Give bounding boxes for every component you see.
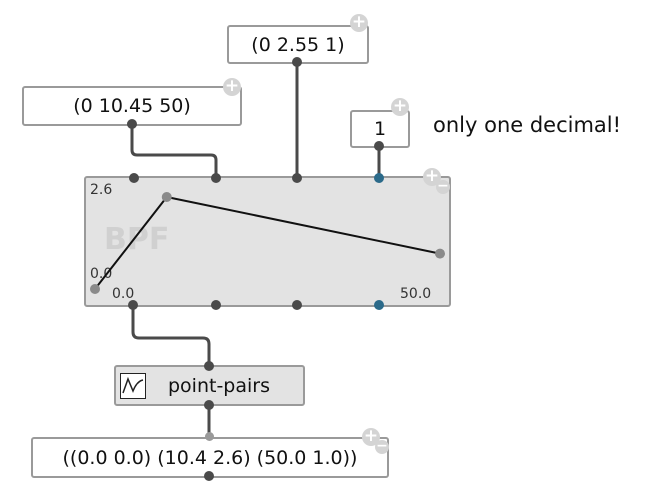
bpf-point-2[interactable] (161, 192, 172, 202)
bpf-x-max-label: 50.0 (400, 286, 432, 302)
bpf-add-icon[interactable]: + (423, 166, 441, 186)
bpf-point-3[interactable] (435, 248, 445, 259)
bpf-line (94, 195, 441, 290)
y-points-outlet[interactable] (292, 57, 302, 67)
bpf-curve-icon (120, 372, 146, 399)
x-points-add-icon[interactable]: + (223, 76, 241, 96)
bpf-inlet-2[interactable] (211, 173, 221, 183)
result-inlet[interactable] (205, 432, 214, 441)
bpf-watermark: BPF (104, 222, 170, 257)
result-add-icon[interactable]: + (362, 426, 380, 446)
bpf-inlet-4[interactable] (374, 173, 384, 183)
y-points-value: (0 2.55 1) (251, 33, 345, 56)
x-points-value: (0 10.45 50) (73, 95, 191, 117)
wire-bpf-to-pointpairs (131, 306, 211, 366)
bpf-inlet-3[interactable] (292, 173, 302, 183)
bpf-outlet-1[interactable] (128, 300, 138, 310)
result-outlet[interactable] (204, 471, 214, 481)
point-pairs-box[interactable]: point-pairs (114, 365, 305, 406)
point-pairs-outlet[interactable] (204, 400, 214, 410)
point-pairs-label: point-pairs (168, 374, 271, 397)
bpf-outlet-3[interactable] (292, 300, 302, 310)
x-points-outlet[interactable] (127, 119, 137, 129)
bpf-outlet-2[interactable] (211, 300, 221, 310)
y-points-add-icon[interactable]: + (350, 12, 368, 32)
bpf-y-max-label: 2.6 (90, 182, 113, 198)
decimals-value: 1 (373, 118, 387, 140)
bpf-point-1[interactable] (90, 284, 100, 294)
result-remove-icon[interactable]: − (375, 438, 389, 454)
bpf-outlet-4[interactable] (374, 300, 384, 310)
decimals-add-icon[interactable]: + (391, 96, 409, 116)
bpf-editor[interactable]: BPF 2.6 0.0 0.0 50.0 (84, 176, 451, 307)
bpf-curve[interactable] (86, 178, 449, 305)
bpf-y-min-label: 0.0 (90, 266, 113, 282)
result-value: ((0.0 0.0) (10.4 2.6) (50.0 1.0)) (62, 446, 358, 469)
bpf-remove-icon[interactable]: − (436, 178, 450, 194)
point-pairs-inlet[interactable] (204, 361, 214, 371)
bpf-inlet-1[interactable] (129, 173, 139, 183)
comment-text: only one decimal! (433, 113, 622, 137)
bpf-x-min-label: 0.0 (112, 286, 135, 302)
wire-xpoints-to-bpf (130, 124, 218, 178)
decimals-outlet[interactable] (374, 141, 384, 151)
